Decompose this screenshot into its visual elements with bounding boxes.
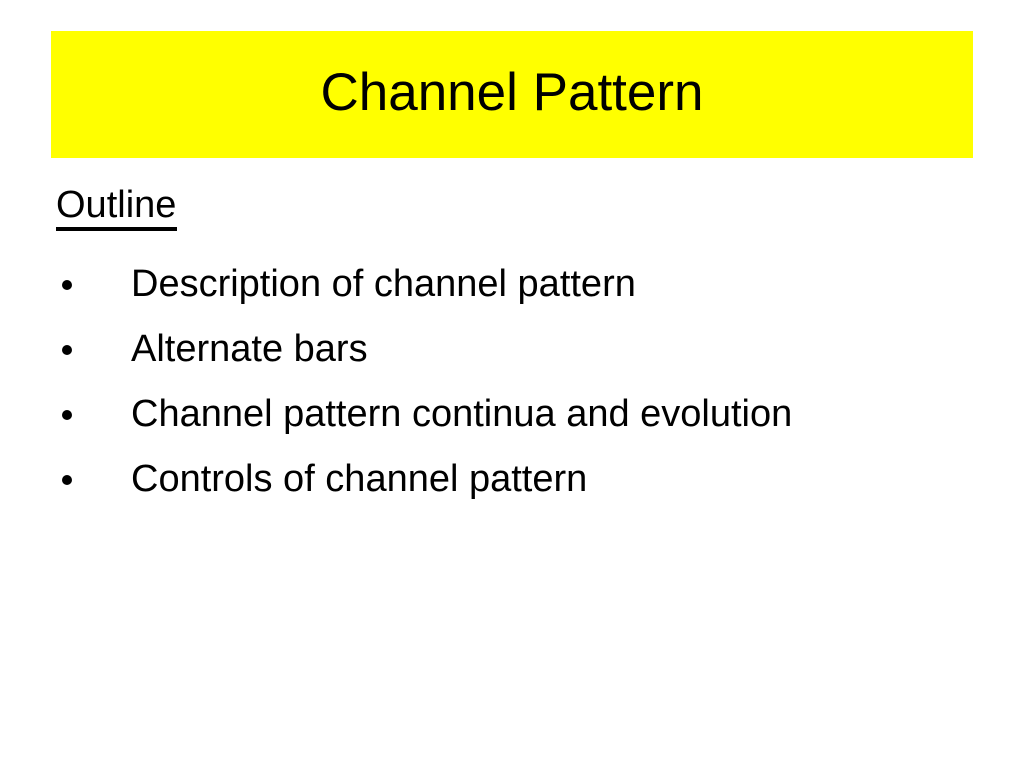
list-item-label: Alternate bars — [131, 328, 368, 370]
slide-body: Outline Description of channel pattern A… — [56, 186, 986, 512]
list-item: Description of channel pattern — [56, 252, 986, 317]
slide-title: Channel Pattern — [320, 62, 704, 122]
list-item: Channel pattern continua and evolution — [56, 382, 986, 447]
bullet-dot-icon — [62, 409, 72, 420]
list-item-label: Controls of channel pattern — [131, 458, 588, 500]
bullet-dot-icon — [62, 279, 72, 290]
bullet-dot-icon — [62, 344, 72, 355]
bullet-dot-icon — [62, 474, 72, 485]
title-banner: Channel Pattern — [51, 31, 973, 158]
list-item: Alternate bars — [56, 317, 986, 382]
outline-bullet-list: Description of channel pattern Alternate… — [56, 252, 986, 512]
list-item: Controls of channel pattern — [56, 447, 986, 512]
list-item-label: Description of channel pattern — [131, 263, 636, 305]
outline-heading: Outline — [56, 186, 178, 231]
outline-heading-wrap: Outline — [56, 186, 986, 231]
list-item-label: Channel pattern continua and evolution — [131, 393, 793, 435]
